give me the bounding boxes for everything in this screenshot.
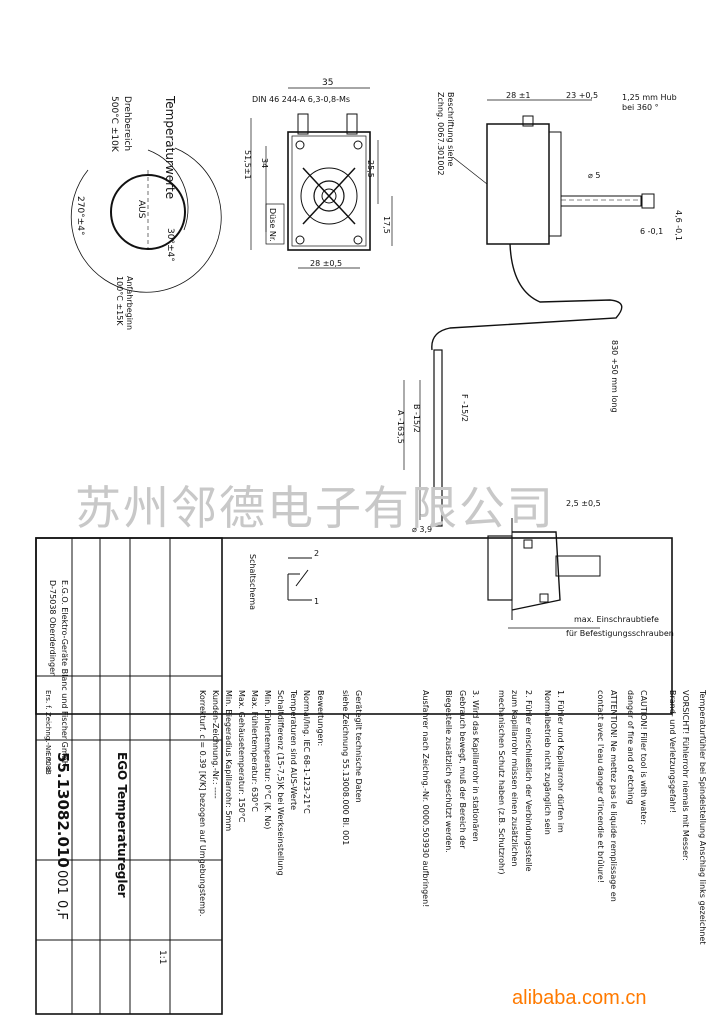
schematic: 2 1 Schaltschema <box>248 549 319 610</box>
note-line: Ausfahrer nach Zeichng.-Nr. 0000.503930 … <box>421 690 430 907</box>
note-line: Normal/Ing. IEC 68-1-123-21°C <box>302 690 311 814</box>
start-value: 100°C ±15K <box>115 276 124 326</box>
note-line: Gebrauch bewegt, muß der Bereich der <box>458 690 467 849</box>
note-line: Kunden-Zeichnung.-Nr.: ---- <box>211 690 220 799</box>
company-name: E.G.O. Elektro-Geräte Blanc und Fischer … <box>60 580 69 767</box>
note-line: Max. Gehäusetemperatur: 150°C <box>237 690 246 823</box>
note-line: Min. Fühlertemperatur: 0°C (K. No) <box>263 690 272 829</box>
note-line: Max. Fühlertemperatur: 630°C <box>250 690 259 812</box>
revision: 0,F <box>54 900 69 920</box>
note-line: zum Kapillarrohr müssen einen zusätzlich… <box>510 690 519 866</box>
sheet-number: 001 <box>54 870 69 895</box>
sensor-d: ⌀ 3,9 <box>412 525 432 534</box>
dim-top: 35 <box>322 78 333 88</box>
dim-23: 23 +0,5 <box>566 91 598 100</box>
schematic-n2: 2 <box>314 549 319 558</box>
notes: Temperaturfühler bei Spindelstellung Ans… <box>198 689 707 944</box>
site-watermark: alibaba.com.cn <box>512 987 647 1009</box>
note-line: 3. Wird das Kapillarrohr in stationären <box>471 690 480 842</box>
note-line: 2. Fühler einschließlich der Verbindungs… <box>524 690 533 872</box>
bottom-view: 2,5 ±0,5 max. Einschraubtiefe für Befest… <box>487 499 674 638</box>
note-zchng: Zchng. 0067.301002 <box>436 92 445 176</box>
dim-28: 28 ±1 <box>506 91 531 100</box>
sensor-f: F -15/2 <box>460 394 469 422</box>
off-label: AUS <box>136 200 146 219</box>
note-line: contact avec l'eau danger d'incendie et … <box>596 690 605 883</box>
note-line: Korrekturf. c = 0.39 [K/K] bezogen auf U… <box>198 690 207 917</box>
note-line: Gerätegilt technische Daten <box>354 690 363 803</box>
note-line: Min. Biegeradius Kapillarrohr: 5mm <box>224 690 233 831</box>
note-line: VORSICHT! Fühlerrohr niemals mit Messer: <box>681 690 690 861</box>
watermark: 苏州邻德电子有限公司 <box>75 481 555 535</box>
note-line: Biegestelle zusätzlich geschützt werden. <box>444 690 453 853</box>
note-line: mechanischen Schutz haben (z.B. Schutzro… <box>497 690 506 875</box>
note-line: 1. Fühler und Kapillarrohr dürfen im <box>556 690 565 833</box>
dim-25: 2,5 ±0,5 <box>566 499 601 508</box>
company-address: D-75038 Oberderdingen <box>48 580 57 677</box>
dim-left: 51,5±1 <box>243 150 252 180</box>
range-value: 500°C ±10K <box>109 96 119 153</box>
angle-270: 270°±4° <box>75 196 85 235</box>
note-line: siehe Zeichnung 55.13008.000 Bl. 001 <box>341 690 350 845</box>
temperature-title: Temperaturwerte <box>163 95 177 199</box>
dim-360: bei 360 ° <box>622 103 659 112</box>
range-label: Drehbereich <box>122 96 132 151</box>
schematic-label: Schaltschema <box>248 554 257 610</box>
screws-label: für Befestigungsschrauben <box>566 629 674 638</box>
note-line: Schaltdifferenz (15-7,5)K bei Werkseinst… <box>276 690 285 876</box>
ers-zeichng: Zeichng.-Nr. 7088 <box>44 712 52 775</box>
title-block: E.G.O. Elektro-Geräte Blanc und Fischer … <box>35 537 673 1015</box>
note-line: Temperaturfühler bei Spindelstellung Ans… <box>698 689 707 944</box>
sensor-b: B -15/2 <box>412 404 421 433</box>
note-line: Brand- und Verletzungsgefahr! <box>668 690 677 813</box>
sensor-tube: F -15/2 B -15/2 A -163,5 ⌀ 3,9 <box>396 349 469 534</box>
note-beschriftung: Beschriftung siehe <box>446 92 455 167</box>
note-line: CAUTION! Filler tool is with water: <box>639 690 648 825</box>
depth-label: max. Einschraubtiefe <box>574 615 659 624</box>
ers-fur: Ers. d. <box>44 752 52 774</box>
dim-right: 25,5 <box>366 160 375 178</box>
capillary-length: 830 +50 mm long <box>610 340 619 413</box>
din-label: DIN 46 244-A 6,3-0,8-Ms <box>252 95 350 104</box>
dim-5: ⌀ 5 <box>588 171 600 180</box>
drawing-number: 55.13082.010 <box>54 752 72 868</box>
note-line: Bewertungen: <box>316 690 325 746</box>
ers-label: Ers. f. <box>44 690 52 710</box>
dim-46: 4,6 -0,1 <box>674 210 683 241</box>
note-line: danger of fire and of etching <box>626 690 635 805</box>
side-view: Beschriftung siehe Zchng. 0067.301002 28… <box>431 91 683 413</box>
dim-125: 1,25 mm Hub <box>622 93 677 102</box>
dim-right2: 17,5 <box>382 216 391 234</box>
start-label: Anfahrbeginn <box>125 276 134 330</box>
duse-label: Düse Nr. <box>268 208 277 242</box>
angle-30: 30°±4° <box>165 228 175 262</box>
note-line: Normalbetrieb nicht zugänglich sein <box>543 690 552 835</box>
dim-bottom: 28 ±0,5 <box>310 259 342 268</box>
note-line: ATTENTION! Ne mettez pas le liquide remp… <box>609 690 618 902</box>
scale: 1:1 <box>157 950 167 964</box>
temperature-dial: Temperaturwerte Drehbereich 500°C ±10K A… <box>70 95 222 330</box>
sensor-a: A -163,5 <box>396 410 405 444</box>
front-view: 35 DIN 46 244-A 6,3-0,8-Ms 51,5±1 34 Düs… <box>243 78 393 269</box>
dim-6: 6 -0,1 <box>640 227 663 236</box>
drawing-title: EGO Temperaturegler <box>115 752 129 898</box>
dim-left2: 34 <box>260 158 269 168</box>
schematic-n1: 1 <box>314 597 319 606</box>
note-line: Temperaturen sind AUS-Werte <box>289 689 298 810</box>
